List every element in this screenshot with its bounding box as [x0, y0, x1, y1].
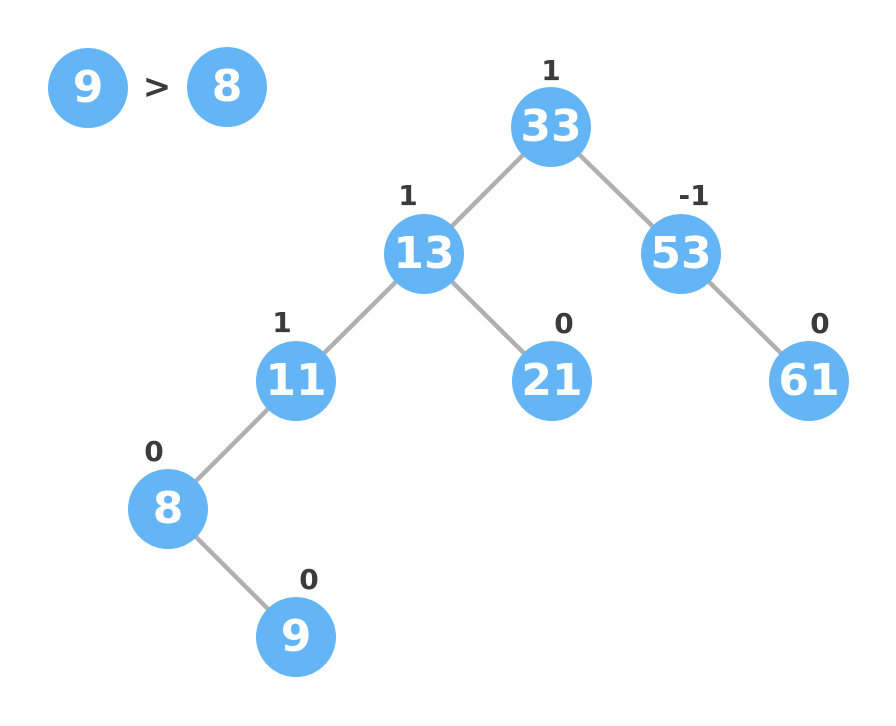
comparison-node-8: 8 — [187, 47, 267, 127]
balance-factor-33: 1 — [541, 54, 561, 87]
balance-factor-8: 0 — [144, 435, 164, 468]
tree-node-21: 21 — [512, 341, 592, 421]
balance-factor-53: -1 — [678, 179, 710, 212]
tree-node-13: 13 — [384, 214, 464, 294]
tree-node-61: 61 — [769, 341, 849, 421]
balance-factor-13: 1 — [398, 179, 418, 212]
balance-factor-61: 0 — [810, 307, 830, 340]
balance-factor-21: 0 — [554, 307, 574, 340]
greater-than-operator: > — [142, 67, 172, 107]
tree-node-9: 9 — [256, 597, 336, 677]
tree-node-8: 8 — [128, 469, 208, 549]
tree-node-53: 53 — [641, 214, 721, 294]
balance-factor-11: 1 — [272, 306, 292, 339]
comparison-node-9: 9 — [48, 48, 128, 128]
balance-factor-9: 0 — [299, 563, 319, 596]
tree-node-11: 11 — [256, 341, 336, 421]
tree-node-33: 33 — [511, 87, 591, 167]
